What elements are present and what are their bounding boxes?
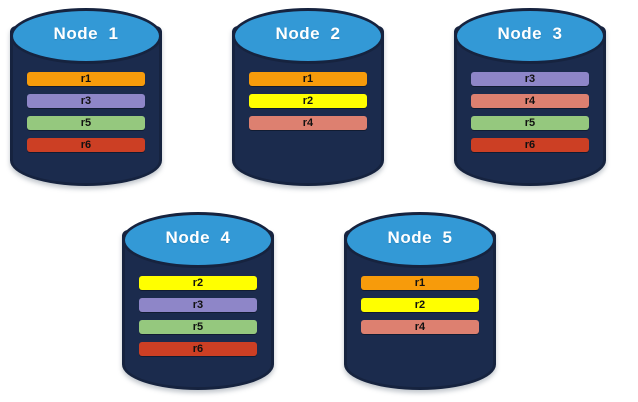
node-4[interactable]: Node 4 r2 r3 r5 r6: [122, 212, 274, 390]
node-title: Node 3: [497, 24, 563, 43]
replica-list: r2 r3 r5 r6: [122, 268, 274, 356]
cylinder-top-disc: Node 3: [454, 8, 606, 64]
replica-bar-r4[interactable]: r4: [248, 116, 368, 130]
replica-bar-r6[interactable]: r6: [26, 138, 146, 152]
node-3[interactable]: Node 3 r3 r4 r5 r6: [454, 8, 606, 186]
replica-bar-r4[interactable]: r4: [360, 320, 480, 334]
node-1[interactable]: Node 1 r1 r3 r5 r6: [10, 8, 162, 186]
replica-list: r1 r2 r4: [344, 268, 496, 334]
replica-list: r3 r4 r5 r6: [454, 64, 606, 152]
replica-bar-r1[interactable]: r1: [248, 72, 368, 86]
cylinder-top-disc: Node 5: [344, 212, 496, 268]
node-title: Node 2: [275, 24, 341, 43]
replica-bar-r1[interactable]: r1: [360, 276, 480, 290]
replica-list: r1 r2 r4: [232, 64, 384, 130]
cylinder-top-disc: Node 1: [10, 8, 162, 64]
replica-bar-r3[interactable]: r3: [26, 94, 146, 108]
node-5[interactable]: Node 5 r1 r2 r4: [344, 212, 496, 390]
node-title: Node 1: [53, 24, 119, 43]
node-2[interactable]: Node 2 r1 r2 r4: [232, 8, 384, 186]
node-title: Node 5: [387, 228, 453, 247]
replica-bar-r6[interactable]: r6: [138, 342, 258, 356]
node-title: Node 4: [165, 228, 231, 247]
cylinder-top-disc: Node 4: [122, 212, 274, 268]
replica-bar-r2[interactable]: r2: [248, 94, 368, 108]
replica-bar-r1[interactable]: r1: [26, 72, 146, 86]
replica-bar-r3[interactable]: r3: [138, 298, 258, 312]
replica-bar-r5[interactable]: r5: [26, 116, 146, 130]
replica-bar-r4[interactable]: r4: [470, 94, 590, 108]
replica-bar-r3[interactable]: r3: [470, 72, 590, 86]
replica-bar-r2[interactable]: r2: [360, 298, 480, 312]
replica-bar-r5[interactable]: r5: [470, 116, 590, 130]
replica-bar-r6[interactable]: r6: [470, 138, 590, 152]
cylinder-top-disc: Node 2: [232, 8, 384, 64]
replica-bar-r2[interactable]: r2: [138, 276, 258, 290]
replica-list: r1 r3 r5 r6: [10, 64, 162, 152]
replica-bar-r5[interactable]: r5: [138, 320, 258, 334]
